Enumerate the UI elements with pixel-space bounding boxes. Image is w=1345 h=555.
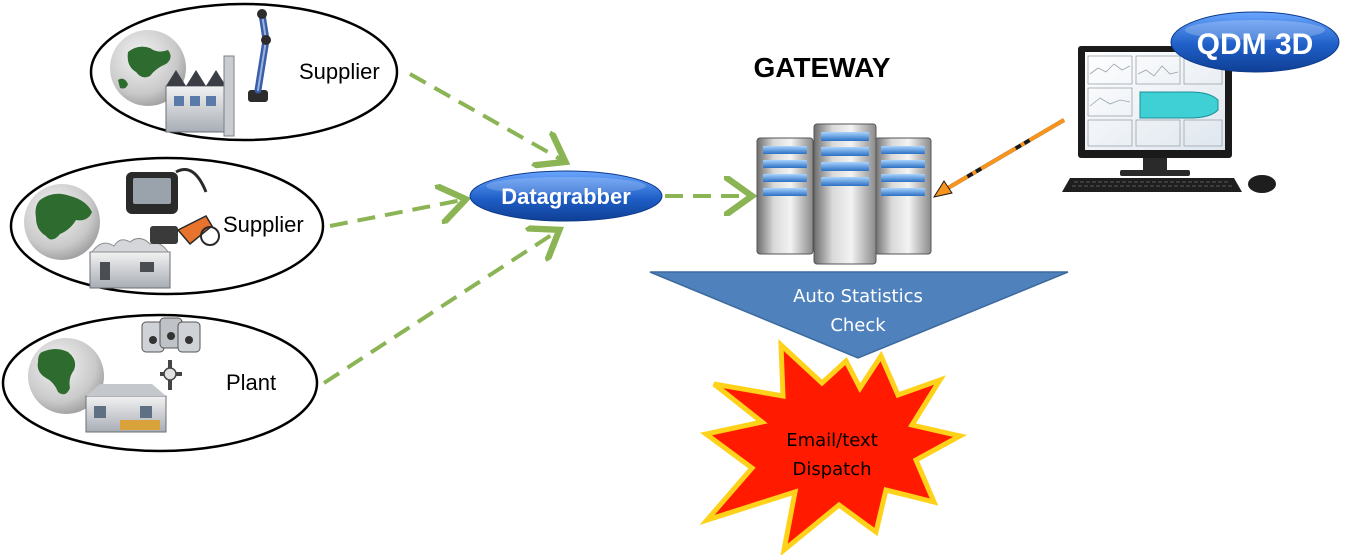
dispatch-starburst: Email/text Dispatch [699,339,967,555]
source-label: Supplier [223,212,304,237]
datagrabber-node: Datagrabber [469,170,663,222]
datagrabber-label: Datagrabber [501,184,631,209]
globe-america-icon [28,338,104,414]
server-tower-right [874,137,932,255]
alert-label-line1: Email/text [786,430,878,451]
process-label-line1: Auto Statistics [793,286,923,307]
alert-label-line2: Dispatch [792,459,871,480]
globe-asia-icon [24,184,100,260]
source-node-supplier-1: Supplier [89,2,399,142]
source-node-plant: Plant [1,313,319,453]
gateway-title: GATEWAY [754,52,891,83]
flow-arrow-supplier-2 [329,200,462,228]
process-label-line2: Check [830,315,886,336]
factory-icon [85,384,167,433]
flow-arrow-plant [322,232,556,385]
factory-icon [165,55,235,137]
qdm-3d-badge: QDM 3D [1170,11,1340,73]
cmm-arm-icon [248,9,271,102]
link-arrow-computer-to-gateway [932,118,1066,198]
flow-arrow-supplier-1 [409,72,562,160]
handheld-gauge-icon [126,168,220,246]
source-label: Plant [226,370,276,395]
auto-statistics-triangle: Auto Statistics Check [649,271,1069,359]
server-tower-center [813,123,877,265]
screen-chart-panels [1087,55,1223,147]
server-tower-left [756,137,814,255]
desktop-computer-icon [1062,46,1276,193]
source-node-supplier-2: Supplier [9,156,325,296]
server-rack-icon [756,123,932,265]
flow-arrows [322,72,748,385]
factory-icon [89,238,171,289]
source-label: Supplier [299,59,380,84]
qdm-3d-label: QDM 3D [1197,28,1314,61]
probe-heads-icon [141,317,201,390]
